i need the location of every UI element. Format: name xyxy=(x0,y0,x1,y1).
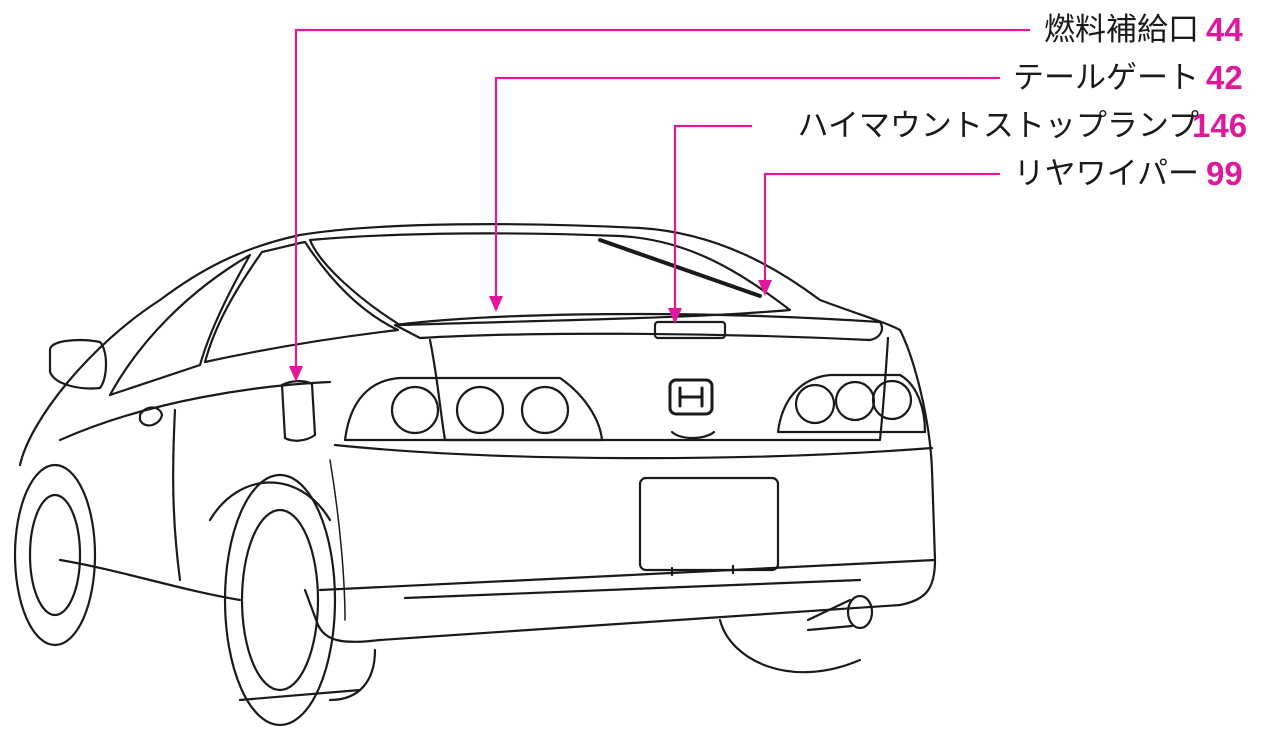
bumper-line xyxy=(333,443,934,460)
side-character-line xyxy=(58,380,332,442)
callout-page-rear-wiper[interactable]: 99 xyxy=(1206,155,1243,192)
rear-wheel-arch xyxy=(208,481,332,522)
rear-spoiler xyxy=(393,312,884,342)
callout-arrowheads xyxy=(289,280,772,382)
side-window-front xyxy=(108,253,252,397)
fuel-lid xyxy=(280,380,317,442)
tail-lamp-left xyxy=(343,376,604,442)
car-body-outline xyxy=(18,223,937,643)
door-line xyxy=(172,408,182,582)
rear-wiper xyxy=(598,238,762,298)
rear-underbody xyxy=(718,618,862,674)
leader-high-mount-stop-lamp xyxy=(673,124,752,312)
front-wheel xyxy=(13,463,97,647)
honda-h-emblem-icon xyxy=(668,378,714,416)
callout-label-rear-wiper: リヤワイパー xyxy=(1013,156,1199,192)
rocker-panel xyxy=(58,558,242,602)
callout-label-tailgate: テールゲート xyxy=(1013,60,1199,96)
tail-lamp-right xyxy=(776,373,927,434)
tailgate-handle xyxy=(670,430,716,440)
callout-page-high-mount-stop-lamp[interactable]: 146 xyxy=(1192,107,1248,144)
rear-windshield xyxy=(308,232,792,327)
exhaust-tip xyxy=(846,594,874,630)
high-mount-stop-lamp xyxy=(653,320,727,340)
leader-tailgate xyxy=(494,76,1000,300)
door-mirror xyxy=(48,339,108,390)
exhaust-pipe xyxy=(806,598,854,632)
bumper-lower xyxy=(318,558,937,592)
leader-fuel-lid xyxy=(294,28,1030,370)
callout-label-fuel-lid: 燃料補給口 xyxy=(1044,12,1199,48)
leader-rear-wiper xyxy=(763,172,1000,284)
tailgate-panel xyxy=(428,336,890,442)
side-window-rear xyxy=(203,240,400,364)
callout-page-fuel-lid[interactable]: 44 xyxy=(1206,11,1243,48)
callout-label-high-mount-stop-lamp: ハイマウントストップランプ xyxy=(797,108,1199,144)
callout-page-tailgate[interactable]: 42 xyxy=(1206,59,1243,96)
rear-wheel xyxy=(223,473,337,727)
callout-leaders xyxy=(294,28,1030,370)
license-plate xyxy=(638,476,780,572)
bumper-step xyxy=(403,578,862,600)
